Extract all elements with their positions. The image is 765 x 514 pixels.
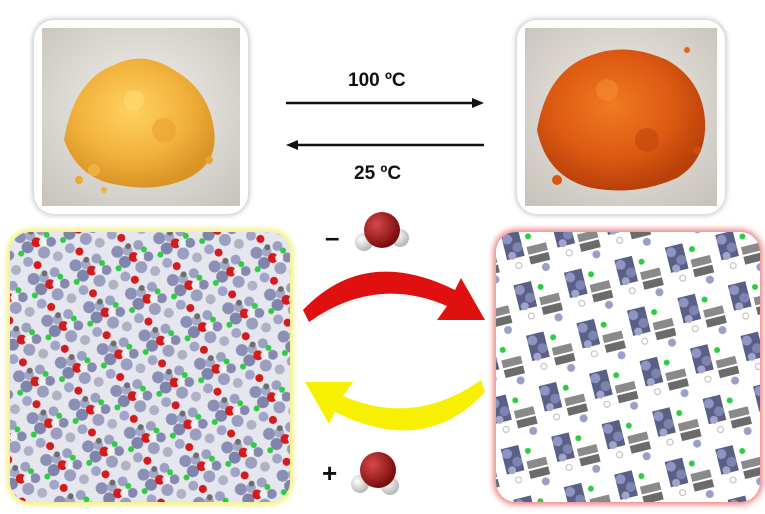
plus-sign: + [322,458,338,488]
orange-powder-photo [517,20,725,214]
water-molecule-icon [351,452,399,495]
forward-arrowhead [472,98,484,108]
heating-temperature-label: 100 ºC [348,70,406,91]
dehydrated-structure-panel [496,232,760,502]
yellow-powder-photo [34,20,248,214]
reverse-arrowhead [286,140,298,150]
cooling-temperature-label: 25 ºC [354,163,402,184]
dehydrated-structure-image [496,232,760,502]
dehydration-arrow [303,271,485,322]
hydrated-structure-image [10,232,290,502]
water-molecule-icon [355,212,409,251]
minus-sign: – [325,222,340,252]
orange-powder-image [525,28,717,206]
yellow-powder-image [42,28,240,206]
hydrated-structure-panel [10,232,290,502]
hydration-arrow [305,380,485,431]
temperature-arrows [286,98,484,150]
